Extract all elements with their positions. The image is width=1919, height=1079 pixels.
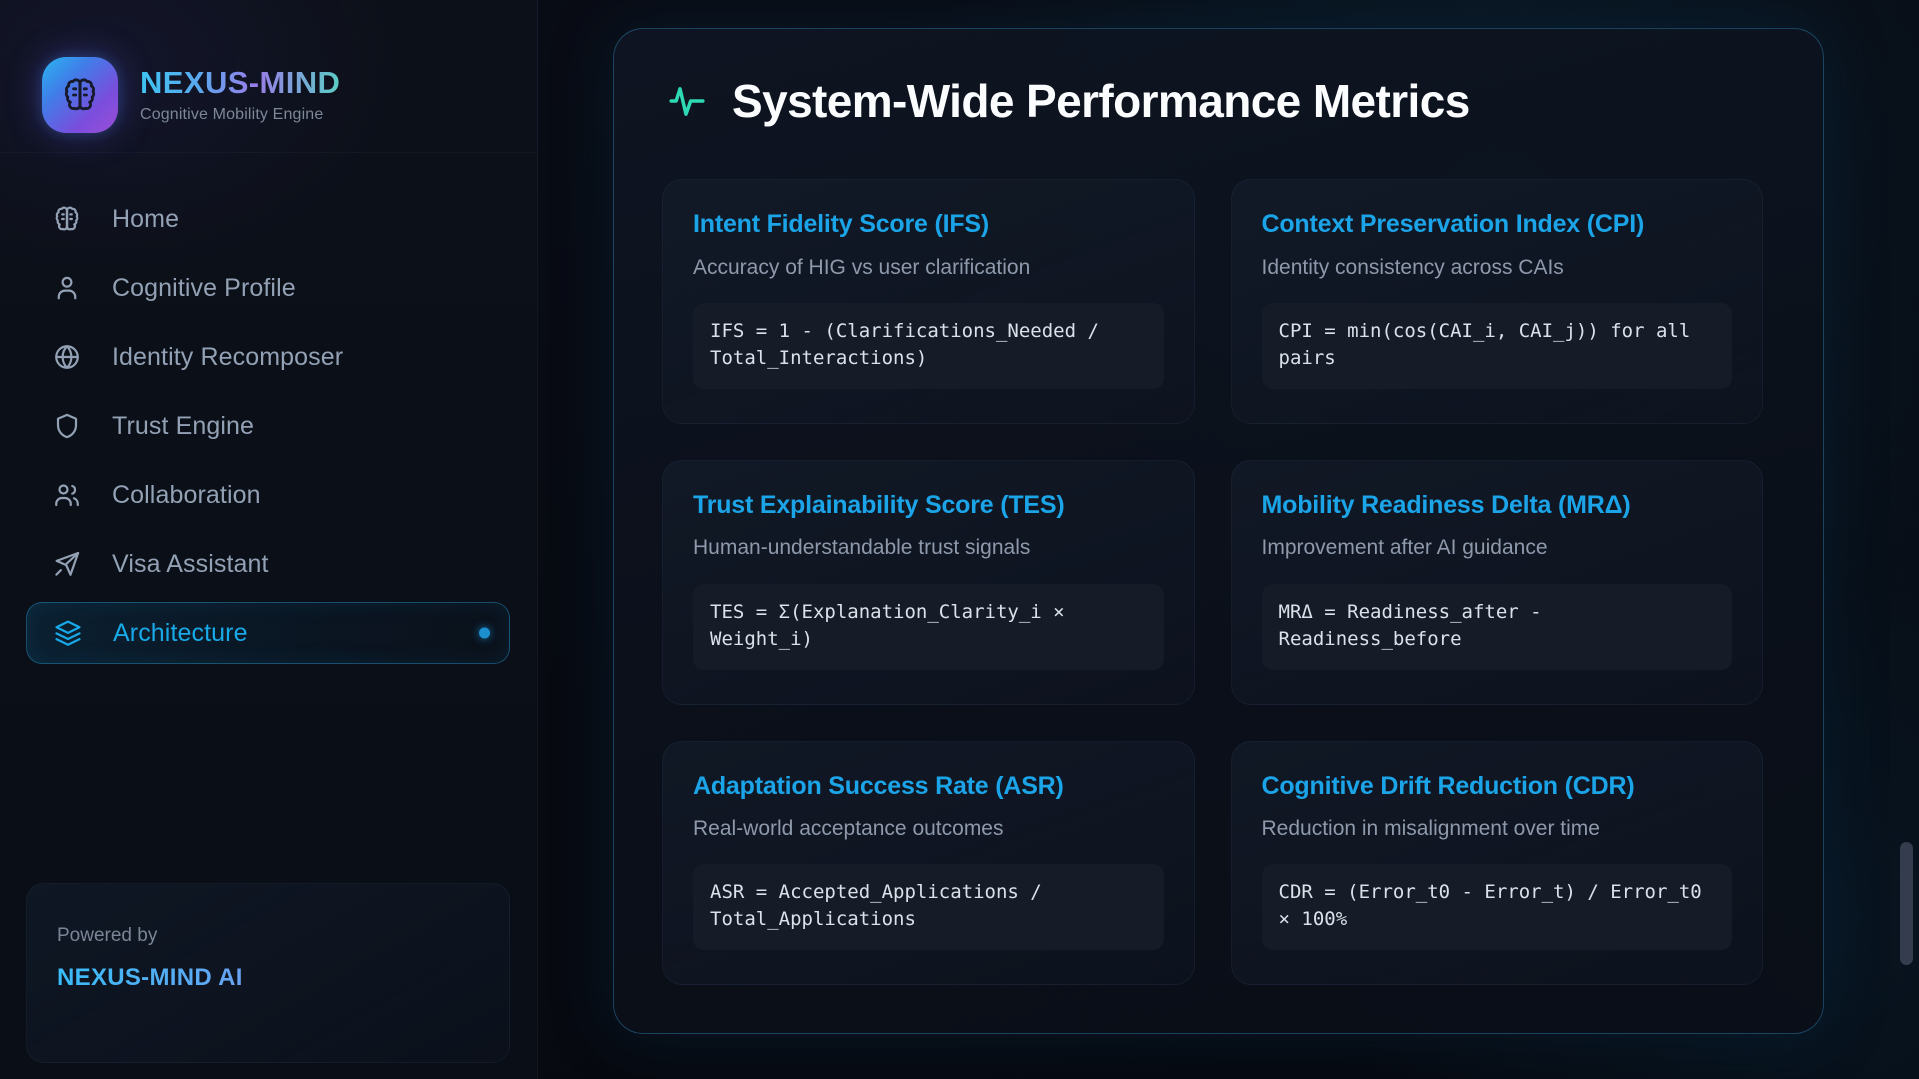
metric-formula: CPI = min(cos(CAI_i, CAI_j)) for all pai… [1261, 303, 1732, 389]
sidebar-divider [0, 152, 537, 153]
metric-description: Accuracy of HIG vs user clarification [693, 255, 1031, 279]
user-icon [52, 273, 82, 303]
metric-formula: TES = Σ(Explanation_Clarity_i × Weight_i… [693, 583, 1164, 670]
metric-title: Context Preservation Index (CPI) [1261, 210, 1645, 239]
metric-formula: ASR = Accepted_Applications / Total_Appl… [693, 864, 1164, 951]
sidebar-item-label: Visa Assistant [112, 549, 269, 578]
metrics-panel: System-Wide Performance Metrics Intent F… [613, 28, 1824, 1034]
metric-title: Mobility Readiness Delta (MRΔ) [1261, 490, 1631, 519]
shield-icon [52, 411, 82, 441]
sidebar-item-label: Home [112, 204, 180, 233]
metric-card: Adaptation Success Rate (ASR) Real-world … [662, 740, 1195, 986]
metric-formula: MRΔ = Readiness_after - Readiness_before [1261, 583, 1732, 670]
sidebar-item-architecture[interactable]: Architecture [26, 602, 510, 664]
powered-by-label: Powered by [57, 925, 158, 946]
app-title: NEXUS-MIND [140, 65, 341, 101]
panel-header: System-Wide Performance Metrics [662, 77, 1763, 125]
metric-description: Real-world acceptance outcomes [693, 817, 1004, 841]
powered-by-brand: NEXUS-MIND AI [57, 964, 509, 993]
metric-title: Adaptation Success Rate (ASR) [693, 771, 1064, 800]
metric-description: Reduction in misalignment over time [1261, 817, 1600, 841]
metric-title: Cognitive Drift Reduction (CDR) [1261, 771, 1635, 800]
sidebar: NEXUS-MIND Cognitive Mobility Engine Hom… [0, 0, 538, 1079]
globe-icon [52, 342, 82, 372]
app-subtitle: Cognitive Mobility Engine [140, 105, 324, 123]
metric-card: Intent Fidelity Score (IFS) Accuracy of H… [662, 179, 1195, 424]
sidebar-item-label: Cognitive Profile [112, 273, 296, 302]
sidebar-item-collaboration[interactable]: Collaboration [26, 464, 510, 526]
vertical-scrollbar-thumb[interactable] [1900, 842, 1913, 965]
metrics-grid: Intent Fidelity Score (IFS) Accuracy of H… [662, 179, 1763, 986]
brain-icon [52, 204, 82, 234]
layers-icon [53, 618, 83, 648]
metric-formula: IFS = 1 - (Clarifications_Needed / Total… [693, 303, 1164, 389]
sidebar-item-trust-engine[interactable]: Trust Engine [26, 395, 510, 457]
metric-title: Trust Explainability Score (TES) [693, 490, 1065, 519]
metric-card: Mobility Readiness Delta (MRΔ) Improvemen… [1230, 459, 1763, 705]
metric-formula: CDR = (Error_t0 - Error_t) / Error_t0 × … [1261, 864, 1732, 951]
metric-description: Improvement after AI guidance [1261, 536, 1548, 560]
vertical-scrollbar-track[interactable] [1900, 0, 1913, 1079]
sidebar-item-visa-assistant[interactable]: Visa Assistant [26, 533, 510, 595]
brain-icon [42, 57, 118, 133]
sidebar-item-home[interactable]: Home [26, 188, 510, 250]
metric-card: Trust Explainability Score (TES) Human-un… [662, 459, 1195, 705]
sidebar-footer-card: Powered by NEXUS-MIND AI [26, 883, 510, 1063]
brand-header[interactable]: NEXUS-MIND Cognitive Mobility Engine [0, 0, 537, 152]
sidebar-item-label: Trust Engine [112, 411, 255, 440]
metric-description: Identity consistency across CAIs [1261, 255, 1564, 279]
page-title: System-Wide Performance Metrics [732, 75, 1470, 127]
sidebar-item-identity-recomposer[interactable]: Identity Recomposer [26, 326, 510, 388]
users-icon [52, 480, 82, 510]
activity-pulse-icon [666, 80, 708, 122]
active-indicator-dot [479, 627, 490, 639]
main-content: System-Wide Performance Metrics Intent F… [538, 0, 1919, 1079]
sidebar-item-label: Collaboration [112, 480, 261, 509]
metric-title: Intent Fidelity Score (IFS) [693, 210, 990, 239]
metric-description: Human-understandable trust signals [693, 536, 1031, 560]
sidebar-item-label: Identity Recomposer [112, 342, 344, 371]
metric-card: Context Preservation Index (CPI) Identity… [1230, 179, 1763, 424]
sidebar-item-cognitive-profile[interactable]: Cognitive Profile [26, 257, 510, 319]
sidebar-item-label: Architecture [113, 618, 248, 647]
plane-icon [52, 549, 82, 579]
metric-card: Cognitive Drift Reduction (CDR) Reduction… [1230, 740, 1763, 986]
